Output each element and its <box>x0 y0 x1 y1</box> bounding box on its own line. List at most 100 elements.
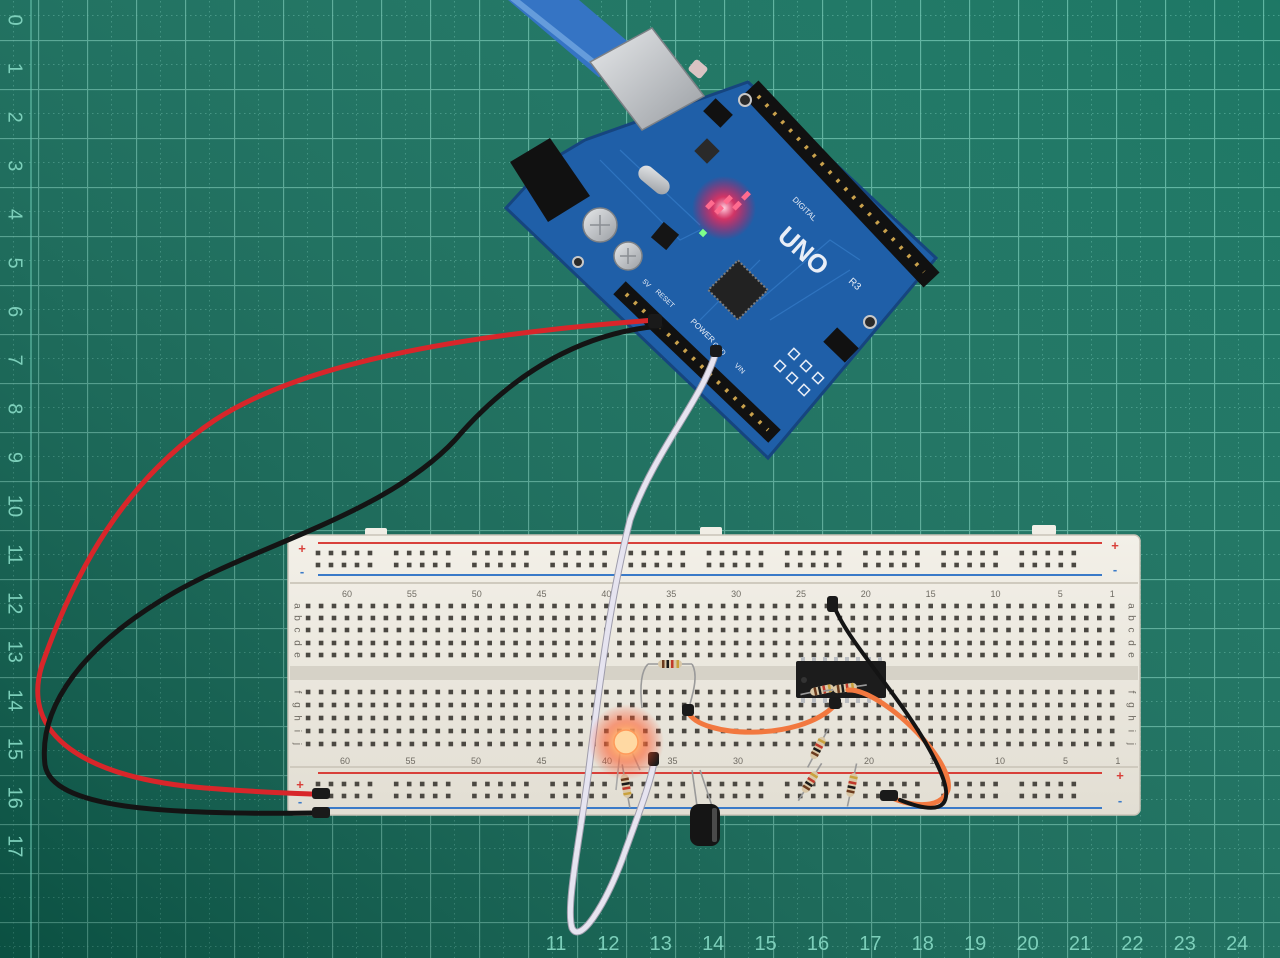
row-letter: j <box>291 742 302 745</box>
breadboard-hole <box>305 640 311 646</box>
breadboard-hole <box>474 627 479 633</box>
breadboard-hole <box>487 689 492 695</box>
breadboard-hole <box>552 741 557 747</box>
rail-hole <box>485 793 490 799</box>
usb-connector <box>588 27 706 131</box>
breadboard-hole <box>889 728 894 734</box>
breadboard-hole <box>305 603 311 609</box>
breadboard-hole <box>448 640 454 646</box>
breadboard-hole <box>798 640 804 646</box>
ruler-number-bottom: 20 <box>1016 933 1038 955</box>
rail-hole <box>654 781 660 787</box>
rail-hole <box>902 781 907 787</box>
breadboard-hole <box>928 652 933 658</box>
breadboard-hole <box>500 689 505 695</box>
breadboard-hole <box>746 640 752 646</box>
rail-hole <box>993 793 998 799</box>
breadboard-hole <box>578 640 583 646</box>
rail-hole <box>1071 562 1077 568</box>
rail-hole <box>445 793 451 799</box>
led <box>613 729 639 755</box>
breadboard-hole <box>1109 615 1115 621</box>
breadboard-tab <box>1032 525 1056 535</box>
breadboard-hole <box>993 640 998 646</box>
breadboard-hole <box>980 702 985 708</box>
breadboard-hole <box>993 728 998 734</box>
breadboard-hole <box>565 627 570 633</box>
rail-hole <box>889 781 894 787</box>
breadboard-hole <box>1006 640 1011 646</box>
row-letter: h <box>1125 715 1136 721</box>
electrolytic-capacitor <box>690 769 720 846</box>
breadboard-hole <box>720 603 726 609</box>
breadboard-hole <box>1097 615 1102 621</box>
rail-hole <box>967 550 972 556</box>
rail-hole <box>367 781 373 787</box>
breadboard-hole <box>565 702 570 708</box>
breadboard-hole <box>656 689 661 695</box>
breadboard-hole <box>396 728 402 734</box>
breadboard-hole <box>331 615 337 621</box>
breadboard-hole <box>305 715 311 721</box>
breadboard-hole <box>630 627 635 633</box>
breadboard-hole <box>344 689 350 695</box>
breadboard-hole <box>526 728 531 734</box>
breadboard-hole <box>669 715 674 721</box>
breadboard-hole <box>889 741 894 747</box>
rail-hole <box>472 781 477 787</box>
breadboard-hole <box>331 689 337 695</box>
breadboard-hole <box>435 728 441 734</box>
breadboard-hole <box>824 741 830 747</box>
breadboard-hole <box>980 715 985 721</box>
breadboard-hole <box>604 603 609 609</box>
breadboard-hole <box>604 689 609 695</box>
rail-plus-sign: + <box>298 541 306 556</box>
breadboard-hole <box>578 603 583 609</box>
breadboard-hole <box>409 640 415 646</box>
rail-hole <box>954 793 959 799</box>
ruler-number-bottom: 13 <box>650 933 672 955</box>
rail-hole <box>419 550 425 556</box>
breadboard-hole <box>928 640 933 646</box>
breadboard-hole <box>513 603 518 609</box>
breadboard-hole <box>1006 689 1011 695</box>
breadboard-hole <box>733 640 739 646</box>
column-number-bottom: 60 <box>340 756 350 766</box>
breadboard-hole <box>850 603 856 609</box>
rail-hole <box>563 793 568 799</box>
breadboard-hole <box>707 627 713 633</box>
breadboard-hole <box>811 627 817 633</box>
rail-hole <box>393 562 399 568</box>
rail-hole <box>524 550 529 556</box>
wire-plug <box>829 697 841 709</box>
breadboard-hole <box>1097 603 1102 609</box>
breadboard-hole <box>694 741 700 747</box>
rail-plus-sign: + <box>1111 538 1119 553</box>
breadboard-hole <box>578 741 583 747</box>
breadboard-hole <box>409 615 415 621</box>
breadboard-hole <box>1097 741 1102 747</box>
breadboard-hole <box>681 652 687 658</box>
breadboard-hole <box>435 627 441 633</box>
rail-hole <box>393 550 399 556</box>
breadboard-hole <box>733 627 739 633</box>
rail-hole <box>810 550 816 556</box>
rail-hole <box>1071 781 1077 787</box>
rail-hole <box>745 781 751 787</box>
breadboard-hole <box>435 715 441 721</box>
breadboard-hole <box>928 741 933 747</box>
breadboard-hole <box>500 627 505 633</box>
rail-hole <box>367 550 373 556</box>
breadboard-hole <box>785 640 791 646</box>
breadboard-hole <box>461 603 466 609</box>
ruler-number-left: 12 <box>4 592 26 614</box>
breadboard-hole <box>785 603 791 609</box>
rail-hole <box>902 562 907 568</box>
breadboard-holes <box>305 550 1115 799</box>
breadboard-hole <box>1032 741 1037 747</box>
breadboard-hole <box>993 702 998 708</box>
breadboard-hole <box>772 689 778 695</box>
rail-hole <box>524 562 529 568</box>
rail-hole <box>511 562 516 568</box>
